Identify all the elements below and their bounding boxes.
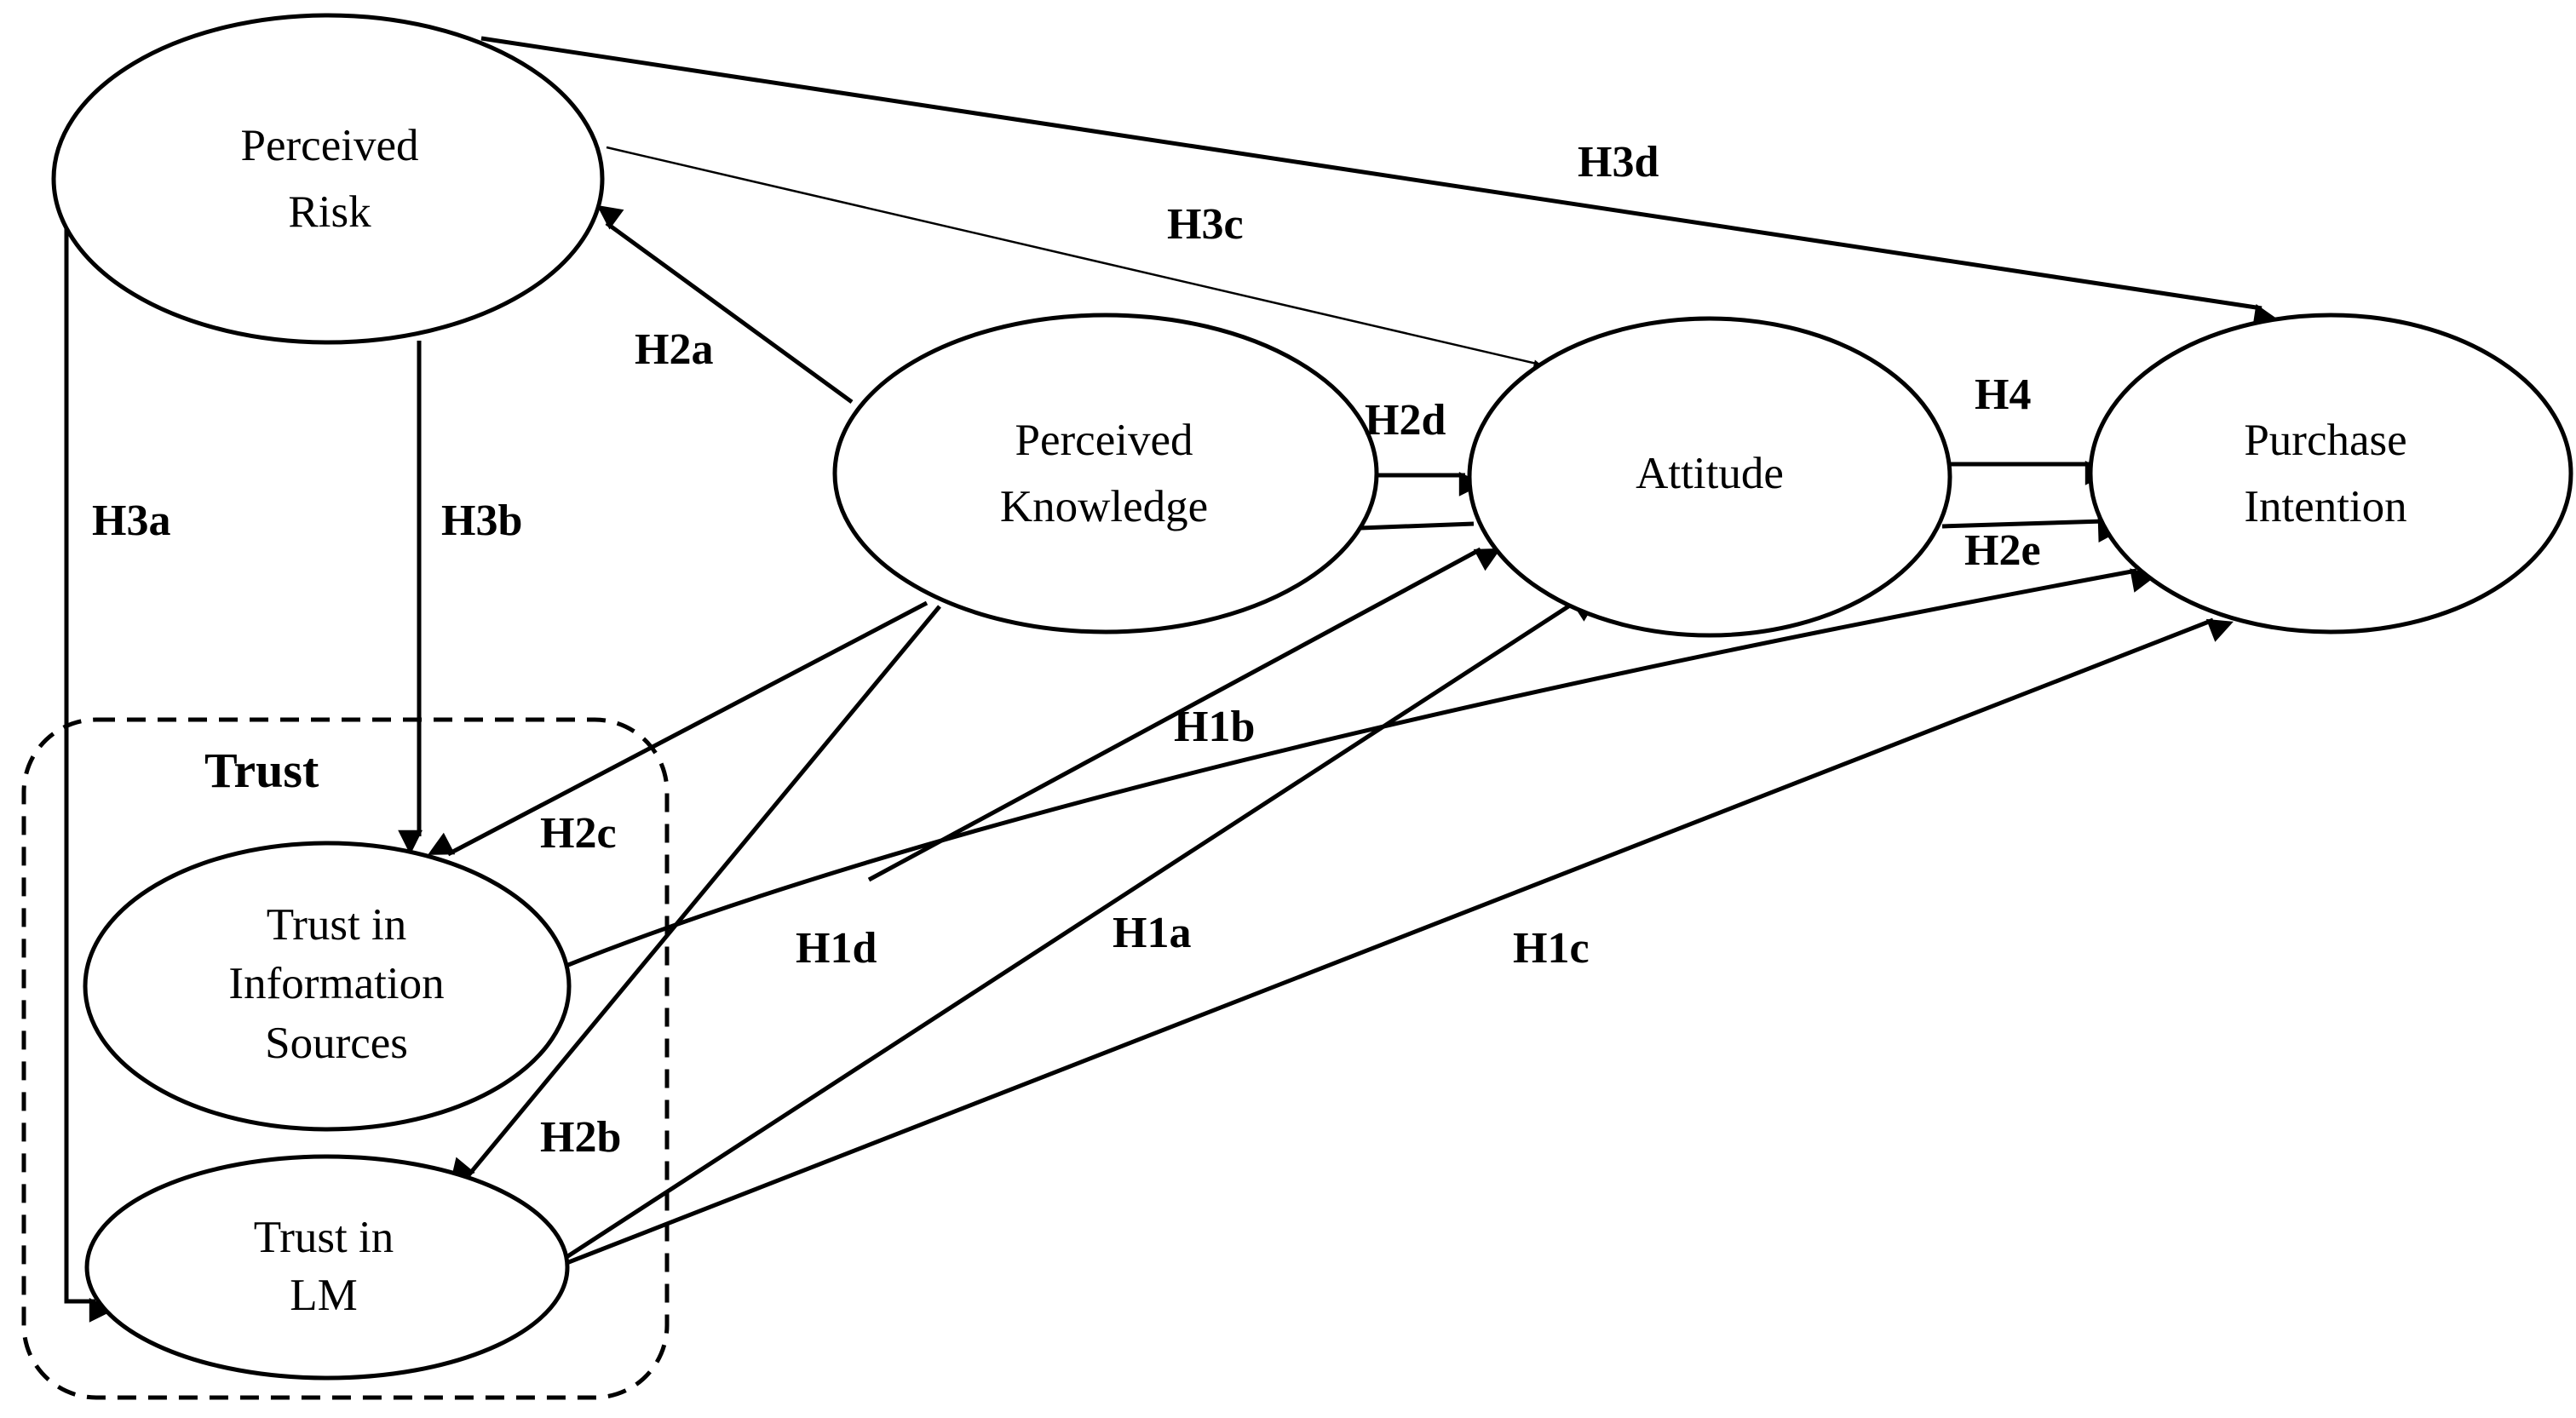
edge-h1d — [563, 568, 2157, 969]
node-attitude: Attitude — [1467, 316, 1952, 638]
purchase-intention-label-line2: Intention — [2244, 482, 2406, 531]
trust-info-sources-ellipse — [83, 841, 572, 1132]
attitude-label: Attitude — [1636, 449, 1784, 498]
label-h2d: H2d — [1365, 396, 1446, 445]
perceived-risk-label-line2: Risk — [288, 187, 371, 237]
label-h3d: H3d — [1578, 138, 1659, 187]
edge-h3c — [606, 146, 1556, 384]
label-h3a: H3a — [92, 497, 170, 545]
label-h3c: H3c — [1167, 200, 1244, 249]
trust-group-title: Trust — [204, 743, 319, 798]
edge-h1a — [562, 597, 1598, 1261]
label-h1c: H1c — [1513, 924, 1590, 973]
label-h1a: H1a — [1113, 909, 1191, 957]
edge-h3d — [480, 36, 2279, 329]
node-perceived-risk: Perceived Risk — [51, 13, 605, 345]
edge-h2e-arrow — [1941, 518, 2123, 543]
label-h1d: H1d — [796, 924, 877, 973]
purchase-intention-ellipse — [2088, 313, 2573, 634]
edge-h2e — [1360, 521, 1475, 531]
attitude-ellipse — [1467, 316, 1952, 638]
edges — [64, 36, 2279, 1323]
trust-info-sources-label-line1: Trust in — [267, 900, 407, 950]
label-h1b: H1b — [1174, 703, 1255, 751]
purchase-intention-label-line1: Purchase — [2244, 416, 2406, 465]
trust-lm-label-line1: Trust in — [254, 1213, 394, 1262]
trust-info-sources-label-line3: Sources — [265, 1019, 408, 1068]
label-h2c: H2c — [540, 809, 617, 858]
edge-h2b — [450, 605, 941, 1185]
edge-h1c — [561, 617, 2234, 1267]
perceived-knowledge-label-line2: Knowledge — [1000, 482, 1208, 531]
trust-group-boundary — [21, 717, 670, 1400]
edge-h2c — [428, 600, 929, 857]
label-h2a: H2a — [635, 325, 713, 374]
label-h2e: H2e — [1964, 526, 2041, 575]
hypothesis-labels: H3d H3c H2a H3a H3b H2d H4 H2e H1b H2c H… — [92, 138, 2041, 1162]
node-trust-info-sources: Trust in Information Sources — [83, 841, 572, 1132]
perceived-knowledge-ellipse — [832, 313, 1379, 634]
node-trust-lm: Trust in LM — [84, 1154, 570, 1381]
edge-h3a — [64, 170, 114, 1323]
perceived-risk-ellipse — [51, 13, 605, 345]
label-h3b: H3b — [441, 497, 522, 545]
perceived-knowledge-label-line1: Perceived — [1015, 416, 1193, 465]
trust-lm-label-line2: LM — [290, 1271, 358, 1320]
node-perceived-knowledge: Perceived Knowledge — [832, 313, 1379, 634]
edge-h1b — [867, 547, 1501, 882]
node-purchase-intention: Purchase Intention — [2088, 313, 2573, 634]
edge-h2a — [596, 204, 854, 405]
label-h4: H4 — [1975, 370, 2031, 419]
perceived-risk-label-line1: Perceived — [241, 121, 419, 170]
label-h2b: H2b — [540, 1113, 621, 1162]
trust-info-sources-label-line2: Information — [228, 959, 444, 1008]
trust-lm-ellipse — [84, 1154, 570, 1381]
